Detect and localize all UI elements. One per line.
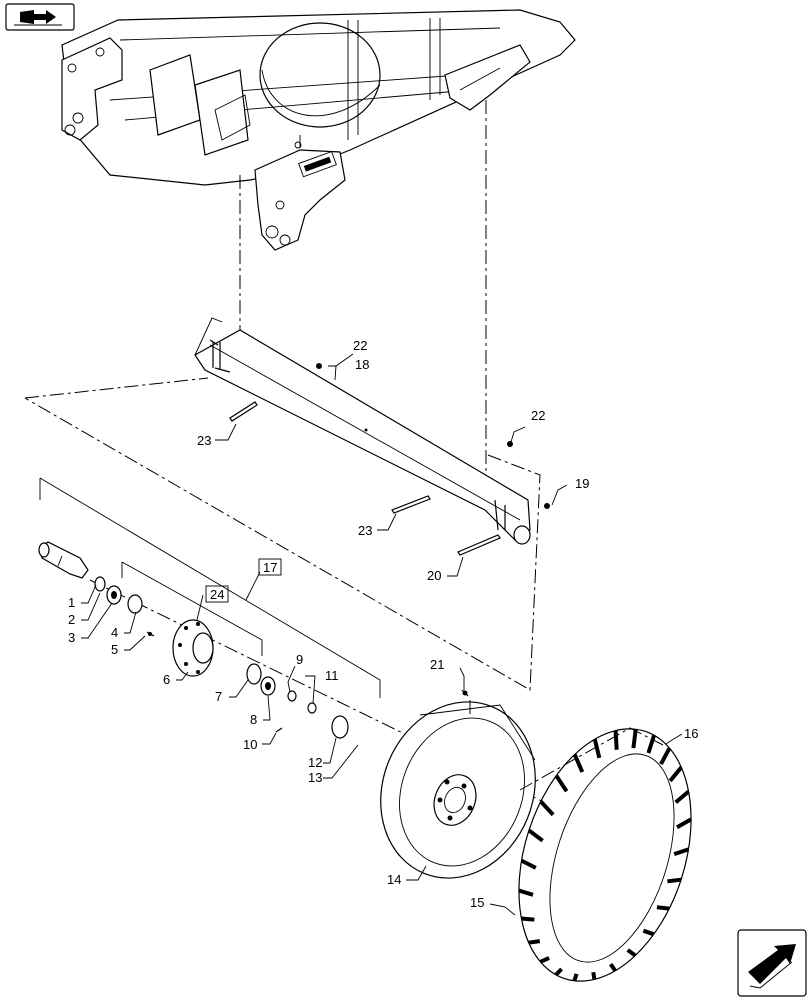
spindle (38, 541, 89, 579)
callout-3: 3 (68, 630, 75, 645)
tire-tread-lug (674, 789, 690, 804)
book-arrow-icon[interactable] (5, 3, 75, 31)
tire-tread-lug (539, 956, 550, 964)
tire-tread-lug (592, 738, 602, 759)
tire-tread-lug (613, 730, 619, 750)
callout-20: 20 (427, 568, 441, 583)
callout-7: 7 (215, 689, 222, 704)
tire-tread-lug (572, 973, 579, 982)
next-page-arrow-icon[interactable] (737, 929, 807, 997)
leader-lines (81, 353, 683, 916)
guide-line (519, 727, 664, 791)
assembly-boundary (24, 377, 541, 691)
tire-tread-lug (518, 888, 534, 897)
callout-18: 18 (355, 357, 369, 372)
callout-5: 5 (111, 642, 118, 657)
cup-part-7 (246, 663, 262, 685)
tire-tread-lug (659, 747, 672, 766)
callout-23: 23 (197, 433, 211, 448)
tire-tread-lug (646, 734, 657, 754)
tire-tread-lug (591, 971, 597, 980)
nut-part-11 (307, 702, 317, 714)
bolt-part-22b (507, 441, 513, 447)
callout-23: 23 (358, 523, 372, 538)
tire-tread-lug (572, 753, 585, 773)
bolt-part-19 (544, 503, 550, 509)
bolt-part-22a (316, 363, 322, 369)
callout-14: 14 (387, 872, 401, 887)
callout-11: 11 (325, 668, 339, 683)
wheel-hub (172, 619, 214, 677)
callout-labels: 22 18 23 22 23 19 20 1 2 3 4 5 6 7 8 9 1… (68, 338, 698, 910)
tire-tread-lug (656, 905, 670, 911)
bearing-part-3 (106, 585, 122, 605)
pin-part-23b (391, 495, 431, 514)
callout-16: 16 (684, 726, 698, 741)
pin-part-20 (457, 534, 501, 556)
pin-part-23a (229, 401, 258, 422)
tire-tread-lug (609, 962, 617, 972)
wheel-rim (380, 701, 536, 879)
tire-tread-lug (521, 916, 535, 922)
tire-tread-lug (520, 858, 537, 870)
cotter-pin-10 (275, 727, 283, 733)
seal-part-1 (94, 576, 106, 592)
tire-tread-lug (631, 729, 638, 749)
tire-tread-lug (676, 817, 692, 829)
callout-10: 10 (243, 737, 257, 752)
callout-15: 15 (470, 895, 484, 910)
tire-tread-lug (528, 939, 541, 945)
callout-24: 24 (210, 587, 224, 602)
callout-13: 13 (308, 770, 322, 785)
tire-tread-lug (673, 847, 690, 857)
bearing-part-8 (260, 676, 276, 696)
callout-19: 19 (575, 476, 589, 491)
callout-9: 9 (296, 652, 303, 667)
axle-tube (194, 317, 531, 545)
tire-tread-lug (539, 800, 555, 817)
tire-tread-lug (554, 967, 564, 977)
callout-8: 8 (250, 712, 257, 727)
wheel-bolt-21 (461, 689, 469, 697)
callout-17: 17 (263, 560, 277, 575)
grease-fitting-5 (146, 631, 155, 637)
callout-6: 6 (163, 672, 170, 687)
callout-1: 1 (68, 595, 75, 610)
callout-12: 12 (308, 755, 322, 770)
tire-tread-lug (668, 766, 683, 783)
callout-22: 22 (531, 408, 545, 423)
callout-2: 2 (68, 612, 75, 627)
washer-part-9 (287, 690, 297, 702)
tire-tread-lug (527, 828, 544, 843)
cup-part-4 (127, 594, 143, 614)
callout-4: 4 (111, 625, 118, 640)
tire-tread-lug (642, 928, 655, 937)
tire-tread-lug (554, 774, 569, 793)
machine-frame (61, 9, 576, 251)
callout-21: 21 (430, 657, 444, 672)
tire (518, 728, 692, 982)
dust-cap-12 (331, 715, 349, 739)
tire-tread-lug (626, 948, 637, 958)
tire-tread-lug (667, 877, 682, 884)
callout-22: 22 (353, 338, 367, 353)
